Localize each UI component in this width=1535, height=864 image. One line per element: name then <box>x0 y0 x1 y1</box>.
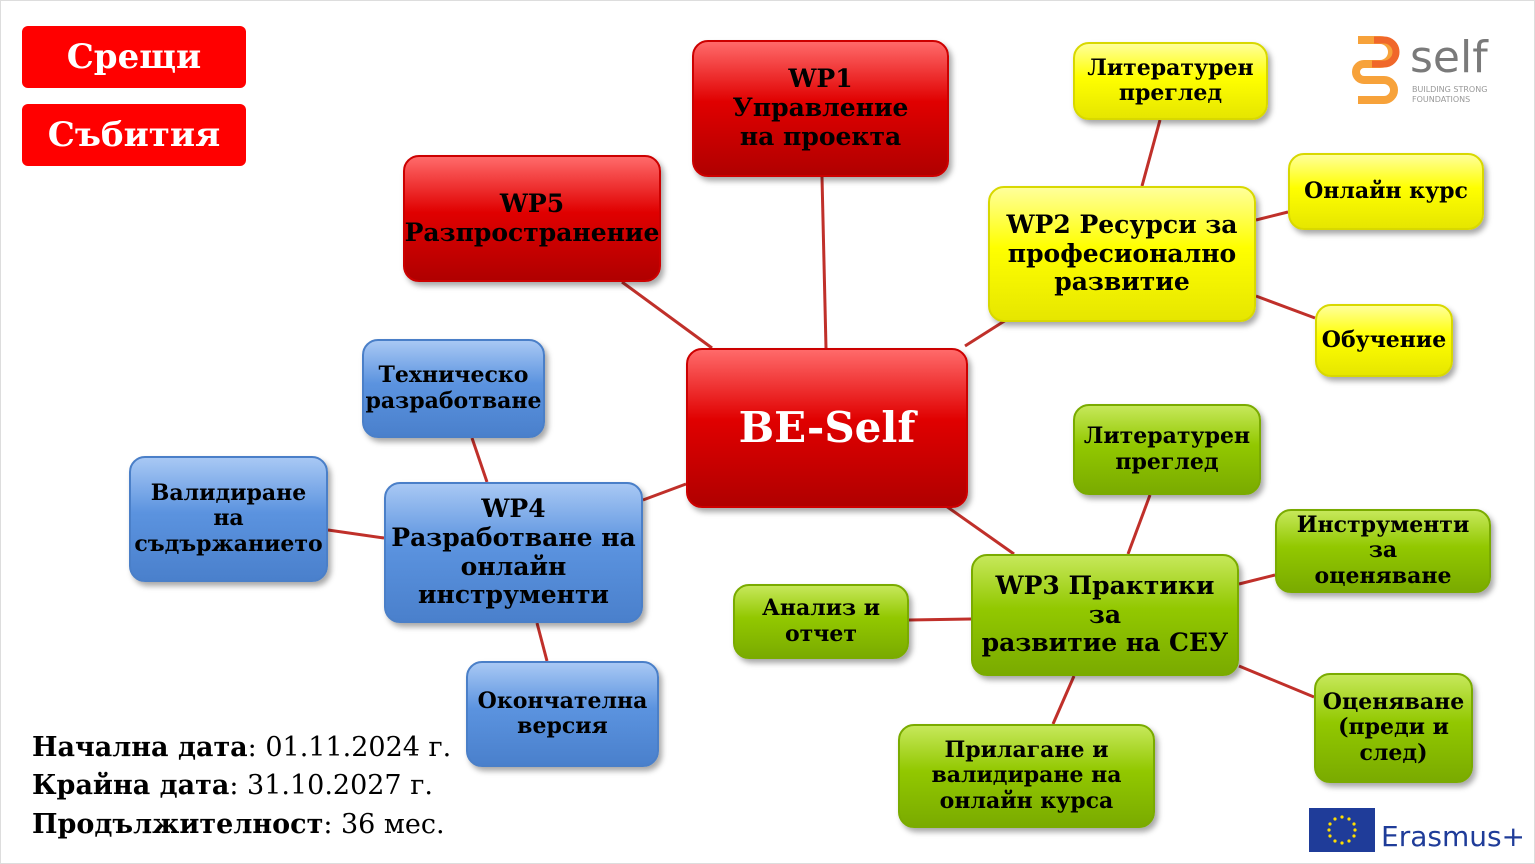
node-wp2-literature: Литературен преглед <box>1073 42 1268 120</box>
line-wp3-tools <box>1238 573 1276 586</box>
eu-flag-icon <box>1309 808 1375 852</box>
node-wp4-final: Окончателна версия <box>466 661 659 767</box>
events-button[interactable]: Събития <box>22 104 246 166</box>
node-wp1: WP1 Управление на проекта <box>692 40 949 177</box>
node-center-be-self: BE-Self <box>686 348 968 508</box>
start-date: Начална дата: 01.11.2024 г. <box>32 732 451 763</box>
node-wp4-validation: Валидиране на съдържанието <box>129 456 328 582</box>
start-date-value: : 01.11.2024 г. <box>247 732 452 763</box>
line-wp3 <box>945 504 1015 556</box>
start-date-label: Начална дата <box>32 732 248 763</box>
line-wp2-training <box>1255 294 1316 320</box>
end-date-label: Крайна дата <box>32 770 230 801</box>
duration-label: Продължителност <box>32 809 324 840</box>
node-wp2-online-course: Онлайн курс <box>1288 153 1484 230</box>
end-date: Крайна дата: 31.10.2027 г. <box>32 770 433 801</box>
self-wordmark: self <box>1410 32 1488 83</box>
line-wp1 <box>820 176 828 349</box>
line-wp4-tech <box>470 437 489 483</box>
line-wp4-valid <box>327 528 385 540</box>
line-wp3-apply <box>1051 675 1076 725</box>
line-wp5 <box>621 280 713 350</box>
node-wp2-training: Обучение <box>1315 304 1453 377</box>
line-wp2-lit <box>1140 119 1162 187</box>
erasmus-logo-text: Erasmus+ <box>1381 820 1526 853</box>
node-wp3: WP3 Практики за развитие на СЕУ <box>971 554 1239 676</box>
node-wp3-literature: Литературен преглед <box>1073 404 1261 495</box>
line-wp3-lit <box>1126 494 1152 555</box>
line-wp4 <box>642 482 687 502</box>
node-wp3-apply: Прилагане и валидиране на онлайн курса <box>898 724 1155 828</box>
end-date-value: : 31.10.2027 г. <box>229 770 433 801</box>
be-self-logo-icon <box>1352 36 1400 104</box>
line-wp2 <box>964 318 1007 348</box>
meetings-button[interactable]: Срещи <box>22 26 246 88</box>
node-wp4-technical: Техническо разработване <box>362 339 545 438</box>
duration: Продължителност: 36 мес. <box>32 809 445 840</box>
line-wp3-eval <box>1238 664 1315 699</box>
line-wp2-course <box>1255 210 1289 222</box>
line-wp3-analysis <box>908 617 972 622</box>
node-wp3-evaluation: Оценяване (преди и след) <box>1314 673 1473 783</box>
line-wp4-final <box>535 622 549 662</box>
node-wp4: WP4 Разработване на онлайн инструменти <box>384 482 643 623</box>
node-wp5: WP5 Разпространение <box>403 155 661 282</box>
node-wp2: WP2 Ресурси за професионално развитие <box>988 186 1256 322</box>
node-wp3-analysis: Анализ и отчет <box>733 584 909 659</box>
node-wp3-tools: Инструменти за оценяване <box>1275 509 1491 593</box>
duration-value: : 36 мес. <box>323 809 445 840</box>
